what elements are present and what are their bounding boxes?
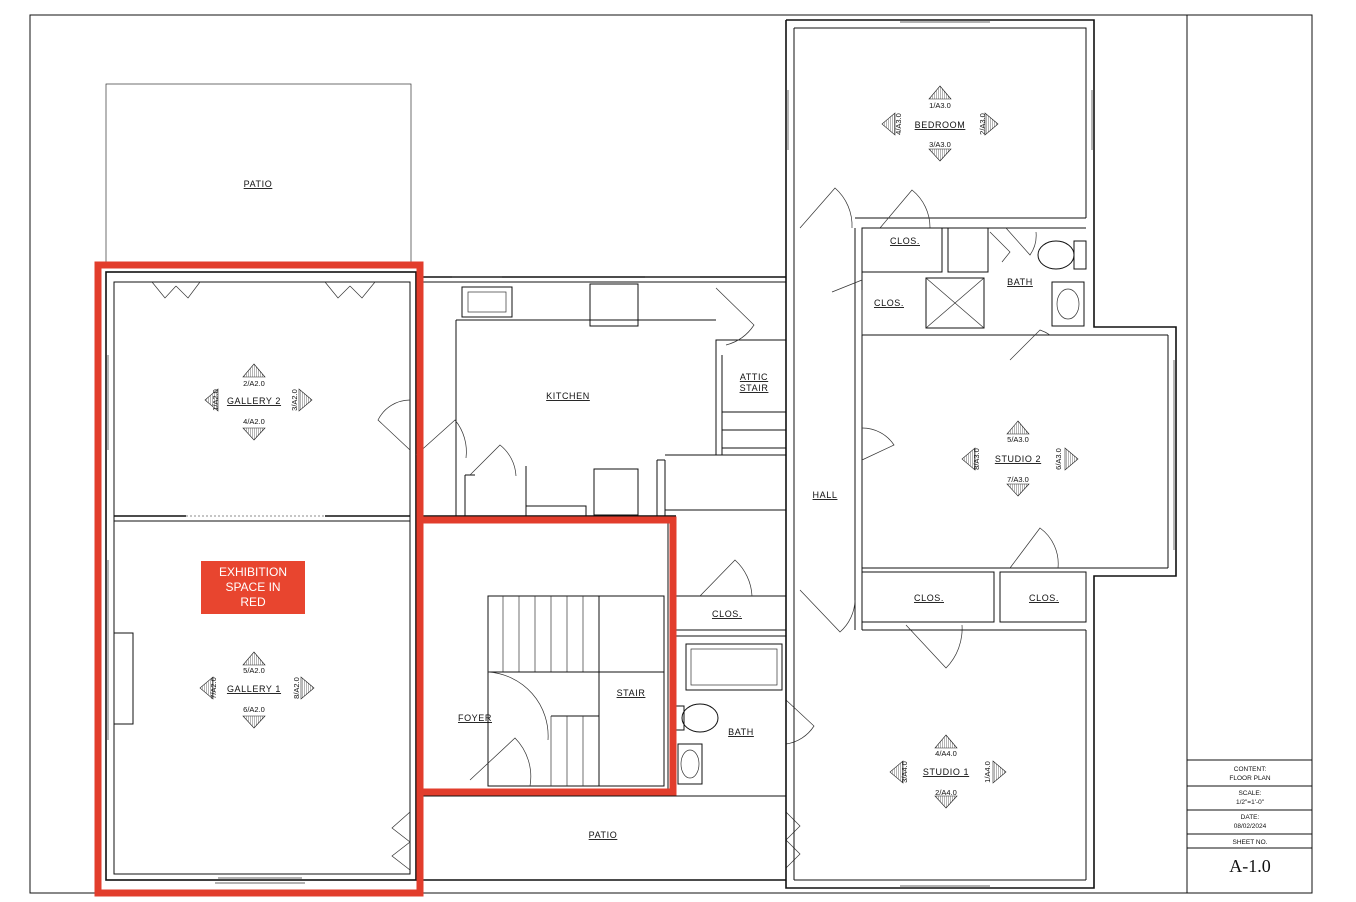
exhibition-legend: EXHIBITION SPACE IN RED xyxy=(201,561,305,614)
room-label-clos-lower-3: CLOS. xyxy=(1029,593,1059,603)
ref-studio2-bottom: 7/A3.0 xyxy=(1007,475,1029,484)
ref-bedroom-top: 1/A3.0 xyxy=(929,101,951,110)
room-label-studio2: STUDIO 2 xyxy=(995,454,1041,464)
ref-gallery2-right: 3/A2.0 xyxy=(290,389,299,411)
ref-gallery1-left: 7/A2.0 xyxy=(209,677,218,699)
room-label-kitchen: KITCHEN xyxy=(546,391,590,401)
room-label-bedroom: BEDROOM xyxy=(915,120,966,130)
title-block-date-label: DATE: xyxy=(1241,814,1260,821)
foyer-stair-walls xyxy=(415,515,676,791)
room-label-attic: ATTIC xyxy=(740,372,768,382)
ref-bedroom-left: 4/A3.0 xyxy=(894,113,903,135)
exhibition-highlight xyxy=(94,261,677,897)
section-markers xyxy=(199,85,1079,809)
title-block-content-label: CONTENT: xyxy=(1234,766,1267,773)
ref-studio2-right: 6/A3.0 xyxy=(1054,448,1063,470)
ref-gallery2-bottom: 4/A2.0 xyxy=(243,417,265,426)
title-block xyxy=(1186,759,1313,894)
room-label-clos-upper-2: CLOS. xyxy=(874,298,904,308)
room-label-bath-lower: BATH xyxy=(728,727,754,737)
title-block-content-value: FLOOR PLAN xyxy=(1229,775,1270,782)
ref-studio2-top: 5/A3.0 xyxy=(1007,435,1029,444)
exhibition-legend-text: EXHIBITION SPACE IN RED xyxy=(218,565,287,609)
patio-top-outline xyxy=(105,83,412,265)
room-label-clos-upper-1: CLOS. xyxy=(890,236,920,246)
ref-gallery2-left: 1/A2.0 xyxy=(211,389,220,411)
ref-studio1-bottom: 2/A4.0 xyxy=(935,788,957,797)
ref-gallery1-right: 8/A2.0 xyxy=(292,677,301,699)
sheet-border xyxy=(29,14,1313,894)
ref-bedroom-right: 2/A3.0 xyxy=(978,113,987,135)
title-block-scale-value: 1/2"=1'-0" xyxy=(1236,799,1265,806)
room-label-clos-lower-1: CLOS. xyxy=(712,609,742,619)
kitchen-walls xyxy=(415,276,787,516)
room-label-stair: STAIR xyxy=(617,688,646,698)
ref-studio2-left: 8/A3.0 xyxy=(972,448,981,470)
ref-gallery1-top: 5/A2.0 xyxy=(243,666,265,675)
title-block-sheet-label: SHEET NO. xyxy=(1233,839,1268,846)
room-label-attic-stair: STAIR xyxy=(740,383,769,393)
room-label-hall: HALL xyxy=(813,490,838,500)
ref-studio1-right: 1/A4.0 xyxy=(983,761,992,783)
ref-gallery1-bottom: 6/A2.0 xyxy=(243,705,265,714)
ref-studio1-top: 4/A4.0 xyxy=(935,749,957,758)
title-block-date-value: 08/02/2024 xyxy=(1234,823,1267,830)
room-label-patio-bottom: PATIO xyxy=(589,830,618,840)
right-wing-walls xyxy=(785,19,1177,889)
title-block-sheet-number: A-1.0 xyxy=(1229,856,1271,876)
ref-bedroom-bottom: 3/A3.0 xyxy=(929,140,951,149)
title-block-scale-label: SCALE: xyxy=(1238,790,1261,797)
room-label-bath-upper: BATH xyxy=(1007,277,1033,287)
room-label-foyer: FOYER xyxy=(458,713,492,723)
gallery-wing-walls xyxy=(105,271,417,884)
exhibition-outline-foyer xyxy=(416,516,677,796)
room-label-clos-lower-2: CLOS. xyxy=(914,593,944,603)
room-label-gallery2: GALLERY 2 xyxy=(227,396,281,406)
room-label-studio1: STUDIO 1 xyxy=(923,767,969,777)
ref-studio1-left: 3/A4.0 xyxy=(900,761,909,783)
ref-gallery2-top: 2/A2.0 xyxy=(243,379,265,388)
room-label-gallery1: GALLERY 1 xyxy=(227,684,281,694)
room-label-patio-top: PATIO xyxy=(244,179,273,189)
